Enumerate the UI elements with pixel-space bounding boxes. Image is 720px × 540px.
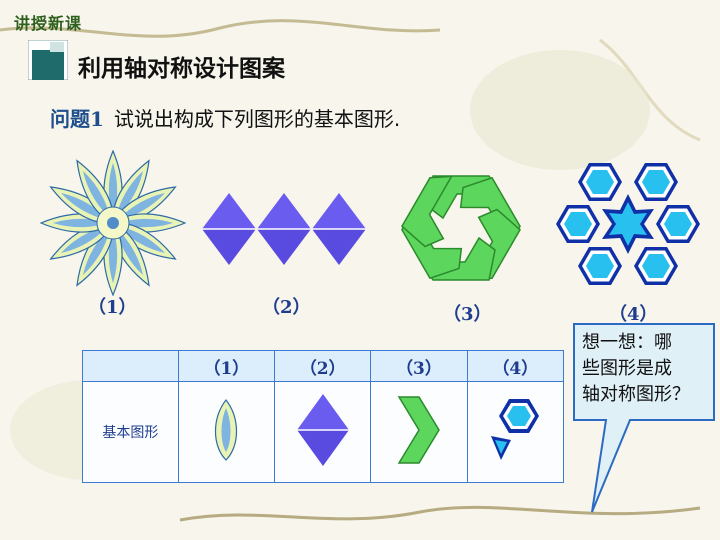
table-corner-cell xyxy=(82,350,179,382)
figure-3-hex-pinwheel xyxy=(401,175,521,281)
table-row-label: 基本图形 xyxy=(82,381,179,483)
hex-cell-bottom-right xyxy=(634,247,678,285)
lesson-tag: 讲授新课 xyxy=(14,14,83,33)
basic-shape-chevron xyxy=(397,396,440,464)
flower-petal xyxy=(76,159,114,224)
figure-3-caption: （3） xyxy=(443,304,492,325)
hex-cell-top-right xyxy=(634,163,678,201)
diamond-3 xyxy=(312,193,366,265)
basic-shape-hex-triangle xyxy=(491,399,540,460)
think-bubble-text: 想一想：哪 些图形是成 轴对称图形？ xyxy=(582,332,690,405)
basic-shape-1-cell xyxy=(177,381,276,483)
basic-shape-2-cell xyxy=(273,381,372,483)
table-col-3-header: （3） xyxy=(370,350,468,382)
hex-cell-bottom-left xyxy=(578,247,622,285)
diamond-2 xyxy=(257,193,311,265)
question-number: 1 xyxy=(90,107,104,131)
hex-cell-top-left xyxy=(578,163,622,201)
basic-shape-4-cell xyxy=(466,381,565,483)
figure-4-hex-star xyxy=(556,163,700,285)
hex-cell-left xyxy=(556,205,600,243)
center-star xyxy=(602,194,654,254)
table-col-1-header: （1） xyxy=(177,350,276,382)
table-col-2-header: （2） xyxy=(273,350,372,382)
figure-2-diamonds xyxy=(202,193,366,265)
question-label: 问题 xyxy=(50,107,90,131)
section-title: 利用轴对称设计图案 xyxy=(78,56,285,82)
table-row-basic-shapes: 基本图形 xyxy=(82,381,565,483)
table-header-row: （1） （2） （3） （4） xyxy=(82,350,565,382)
question-1: 问题1 试说出构成下列图形的基本图形. xyxy=(50,103,400,132)
figure-1-caption: （1） xyxy=(88,297,137,318)
pinwheel-arm xyxy=(401,175,453,248)
basic-shapes-table: （1） （2） （3） （4） 基本图形 xyxy=(82,350,565,483)
question-text: 试说出构成下列图形的基本图形. xyxy=(113,107,401,131)
basic-shape-petal xyxy=(215,399,238,461)
figure-1-flower xyxy=(40,150,186,296)
figure-4-caption: （4） xyxy=(609,304,658,325)
diamond-1 xyxy=(202,193,256,265)
basic-shape-3-cell xyxy=(370,381,468,483)
section-marker-icon xyxy=(28,40,68,80)
hex-cell-right xyxy=(656,205,700,243)
basic-shape-diamond xyxy=(296,394,349,466)
figure-2-caption: （2） xyxy=(262,297,311,318)
table-col-4-header: （4） xyxy=(466,350,565,382)
think-bubble xyxy=(573,323,715,513)
